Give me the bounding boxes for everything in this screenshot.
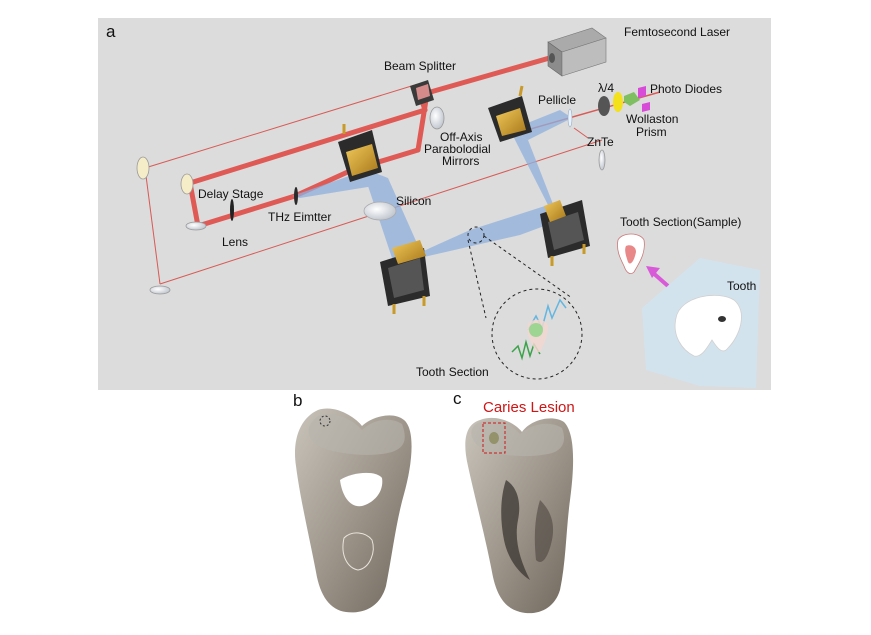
label-wollaston-line1: Wollaston [626, 112, 678, 126]
quarter-wave-plate-icon [613, 92, 623, 112]
lesion-outline-b [342, 532, 374, 571]
zoom-magnified-circle [491, 288, 583, 380]
label-caries-lesion: Caries Lesion [483, 399, 575, 416]
oap-mirror-bottom-left [380, 240, 430, 314]
oap-mirror-top-right [488, 85, 532, 142]
mirror-beam-right [429, 106, 445, 130]
label-oap-line1: Off-Axis [440, 130, 482, 144]
oap-mirror-bottom-right [540, 200, 590, 266]
label-wollaston-line2: Prism [636, 125, 667, 139]
panel-b-tooth-section: b [293, 391, 412, 613]
zoom-source-circle [467, 226, 485, 244]
label-oap-line2: Parabolodial [424, 142, 491, 156]
enamel-c [471, 420, 565, 457]
tooth-section-c [465, 417, 574, 614]
label-tooth: Tooth [727, 279, 756, 293]
label-tooth-section-sample: Tooth Section(Sample) [620, 215, 741, 229]
tooth-section-sample [617, 233, 645, 274]
fracture-c-right [534, 500, 554, 562]
mirror-top-left [136, 156, 150, 180]
mirror-delay-upper [180, 173, 194, 195]
region-marker-b [319, 415, 331, 427]
panel-c-letter: c [453, 389, 462, 408]
caries-spot [489, 432, 499, 444]
label-znte: ZnTe [587, 135, 614, 149]
mirror-delay-lower [185, 221, 207, 231]
panel-a-letter: a [106, 22, 116, 41]
tooth-section-waveform [511, 298, 567, 361]
label-quarter-wave: λ/4 [598, 81, 614, 95]
label-silicon: Silicon [396, 194, 431, 208]
label-tooth-section: Tooth Section [416, 365, 489, 379]
mirror-znte-lower [598, 149, 606, 171]
sample-arrow [646, 266, 670, 288]
label-lens: Lens [222, 235, 248, 249]
label-oap-line3: Mirrors [442, 154, 479, 168]
tooth-section-b [294, 408, 412, 613]
zoom-callout [467, 226, 583, 380]
znte-crystal-icon [598, 96, 610, 116]
panel-a-setup: a [98, 18, 771, 390]
plane-mirrors [136, 106, 606, 295]
wollaston-prism-icon [624, 92, 640, 106]
thz-emitter-icon [294, 187, 298, 205]
mirror-bottom-left [149, 285, 171, 295]
label-thz-emitter: THz Eimtter [268, 210, 331, 224]
tooth-icon [674, 294, 742, 357]
label-photo-diodes: Photo Diodes [650, 82, 722, 96]
label-delay-stage: Delay Stage [198, 187, 264, 201]
panel-b-letter: b [293, 391, 302, 410]
caries-lesion-box [482, 422, 506, 454]
silicon-wafer [363, 201, 397, 221]
enamel-b [308, 414, 405, 455]
panel-c-tooth-section: c Caries Lesion [453, 389, 575, 614]
label-pellicle: Pellicle [538, 93, 576, 107]
label-femtosecond-laser: Femtosecond Laser [624, 25, 730, 39]
label-beam-splitter: Beam Splitter [384, 59, 456, 73]
oap-mirror-left [338, 124, 382, 182]
pellicle-icon [567, 108, 573, 128]
fracture-c [501, 480, 530, 580]
lens-icon [230, 199, 234, 221]
femtosecond-laser [547, 27, 607, 77]
photo-diodes-icon [638, 86, 650, 112]
pulp-chamber-b [340, 472, 383, 507]
beam-splitter [410, 80, 434, 106]
